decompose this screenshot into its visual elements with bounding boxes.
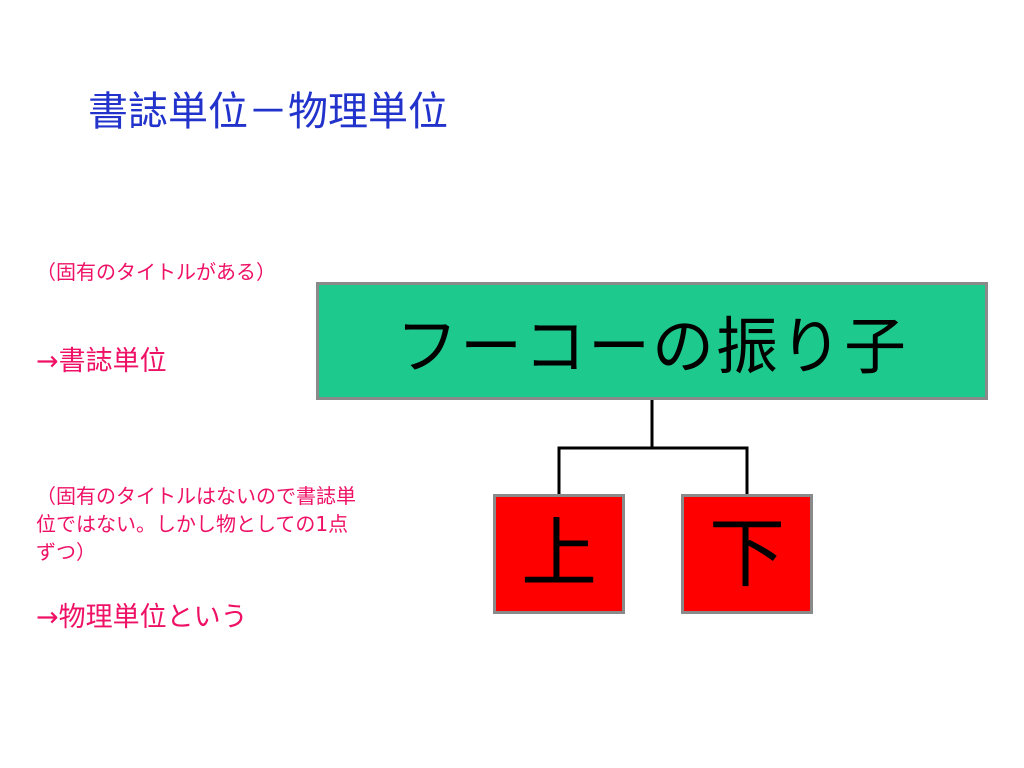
note-no-unique-title: （固有のタイトルはないので書誌単位ではない。しかし物としての1点ずつ） [36, 484, 356, 564]
child-node-volume-2: 下 [681, 494, 813, 614]
note-physical-unit: →物理単位という [36, 602, 248, 633]
note-unique-title: （固有のタイトルがある） [36, 260, 276, 284]
root-node-label: フーコーの振り子 [395, 310, 908, 383]
child-node-label: 下 [709, 509, 785, 598]
child-node-volume-1: 上 [493, 494, 625, 614]
note-bibliographic-unit: →書誌単位 [36, 346, 167, 377]
root-node: フーコーの振り子 [316, 282, 988, 400]
tree-connector-lines [557, 400, 749, 494]
child-node-label: 上 [521, 509, 597, 598]
slide-title: 書誌単位－物理単位 [88, 89, 448, 135]
